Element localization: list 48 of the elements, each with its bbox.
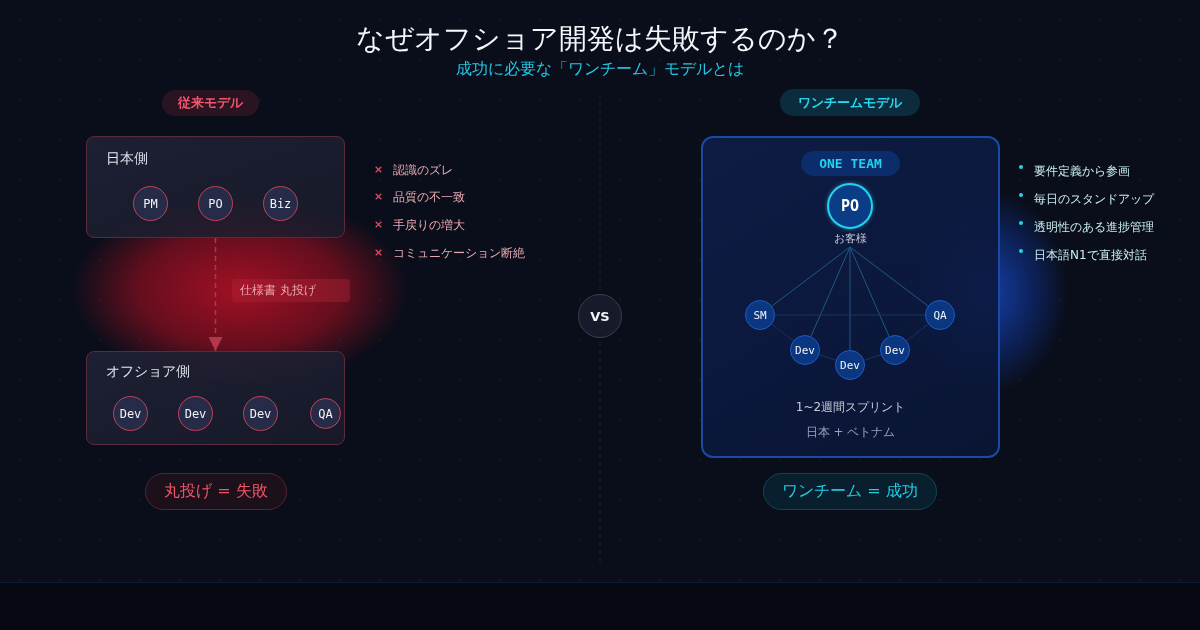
model-badge: 従来モデル	[162, 90, 259, 116]
group-heading: オフショア側	[106, 362, 190, 380]
group-panel	[86, 351, 345, 445]
group-heading: 日本側	[106, 149, 148, 167]
role-circle: Dev	[113, 396, 148, 431]
group-panel	[86, 136, 345, 238]
connector-line	[810, 246, 851, 337]
connector-line	[771, 323, 794, 342]
role-circle: Dev	[790, 335, 820, 365]
role-circle: Biz	[263, 186, 298, 221]
connector-line	[849, 246, 890, 337]
connector-line	[863, 354, 882, 361]
connector-line	[771, 246, 851, 307]
result-badge: ワンチーム = 成功	[763, 473, 937, 510]
list-item-text: 認識のズレ	[393, 162, 453, 178]
role-circle: PO	[198, 186, 233, 221]
role-circle: Dev	[880, 335, 910, 365]
team-badge: ONE TEAM	[801, 151, 900, 176]
arrow	[208, 237, 223, 352]
vs-circle: VS	[578, 294, 622, 338]
list-item-text: 品質の不一致	[393, 189, 465, 205]
role-circle: QA	[310, 398, 341, 429]
team-panel	[701, 136, 1000, 458]
connector-line	[849, 246, 929, 307]
role-circle: Dev	[243, 396, 278, 431]
list-item-text: 日本語N1で直接対話	[1034, 247, 1147, 263]
edge-label: 仕様書 丸投げ	[232, 279, 350, 302]
role-circle: QA	[925, 300, 955, 330]
subtitle: 成功に必要な「ワンチーム」モデルとは	[456, 59, 744, 79]
panel-note: 日本 + ベトナム	[805, 424, 896, 440]
result-badge: 丸投げ = 失敗	[145, 473, 287, 510]
list-item-text: 要件定義から参画	[1034, 163, 1130, 179]
role-circle: SM	[745, 300, 775, 330]
model-badge: ワンチームモデル	[780, 89, 920, 116]
lead-circle: PO	[827, 183, 873, 229]
list-item-text: 透明性のある進捗管理	[1034, 219, 1154, 235]
node-caption: お客様	[833, 232, 867, 246]
title: なぜオフショア開発は失敗するのか？	[356, 21, 844, 57]
role-circle: Dev	[835, 350, 865, 380]
connector-line	[906, 323, 929, 342]
list-item-text: コミュニケーション断絶	[393, 245, 525, 261]
connector-line	[818, 354, 837, 361]
list-item-text: 毎日のスタンドアップ	[1034, 191, 1154, 207]
panel-note: 1~2週間スプリント	[795, 399, 906, 415]
role-circle: Dev	[178, 396, 213, 431]
list-item-text: 手戻りの増大	[393, 217, 465, 233]
role-circle: PM	[133, 186, 168, 221]
connector-line	[849, 246, 851, 351]
